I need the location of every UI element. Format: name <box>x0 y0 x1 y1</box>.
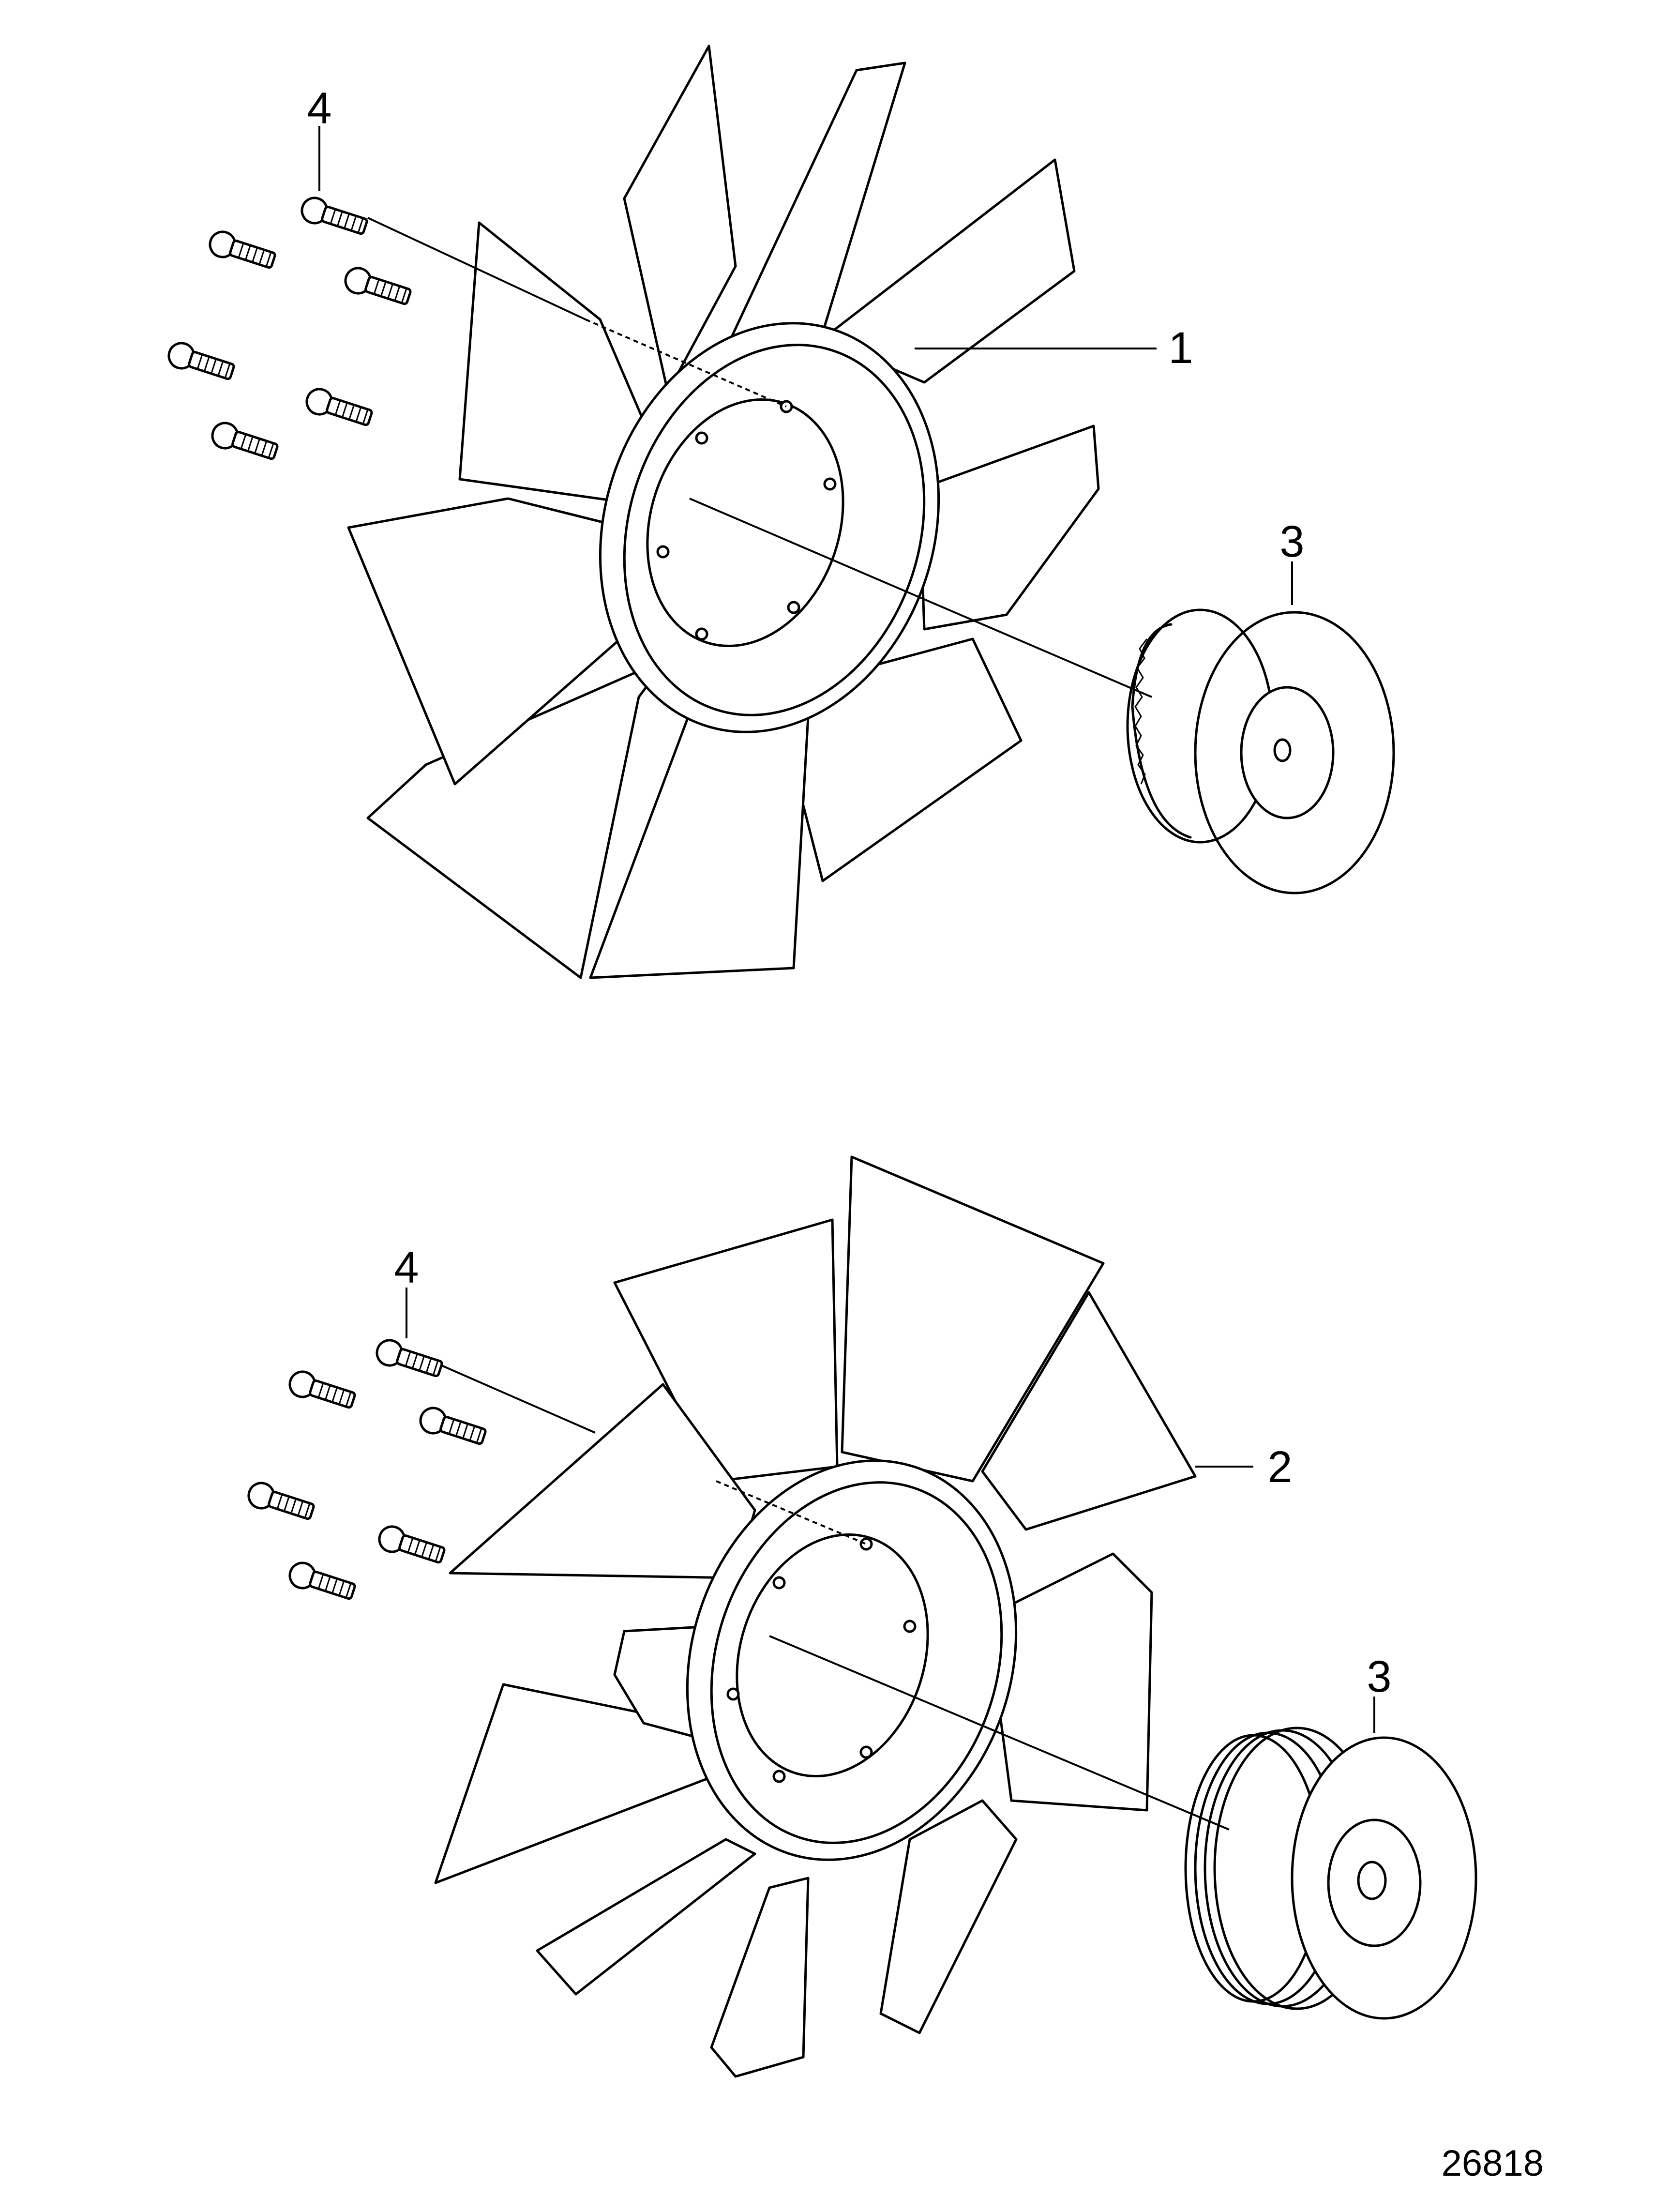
bolt-hole <box>787 601 800 614</box>
callout-hub: 3 <box>1367 1652 1391 1701</box>
blade <box>623 45 737 394</box>
callout-bolts: 4 <box>394 1243 419 1292</box>
leader-line <box>689 498 1152 698</box>
lower-fan-blades <box>434 1155 1197 2078</box>
bolt-hole <box>656 545 670 559</box>
blade <box>986 1552 1153 1812</box>
bolt-hole <box>859 1537 873 1551</box>
blade <box>613 1218 839 1483</box>
upper-bolts <box>167 197 412 460</box>
leader-line <box>440 1364 596 1434</box>
bolt <box>419 1407 487 1445</box>
callout-fan: 2 <box>1267 1442 1292 1492</box>
leader-line <box>769 1635 1230 1831</box>
lower-bolts <box>247 1339 487 1600</box>
leader-line <box>367 217 586 320</box>
blade <box>981 1291 1197 1531</box>
leader-line <box>585 318 787 408</box>
bolt <box>167 342 235 380</box>
bolt <box>211 422 279 460</box>
bolt <box>344 267 412 305</box>
blade <box>879 1799 1018 2034</box>
bolt-hole <box>823 477 837 491</box>
bolt-hole <box>726 1687 740 1701</box>
lower-fan-hub-flange <box>686 1459 1018 1861</box>
bolt-hole <box>695 627 708 641</box>
callout-hub: 3 <box>1279 517 1304 566</box>
bolt <box>376 1339 443 1378</box>
bolt <box>305 388 373 426</box>
bolt-hole <box>772 1576 786 1590</box>
upper-fan-assembly: 4 1 3 <box>167 45 1395 979</box>
bolt <box>301 197 368 235</box>
bolt-hole <box>903 1620 917 1633</box>
blade <box>536 1838 756 1996</box>
bolt <box>209 230 276 269</box>
lower-fan-assembly: 4 2 3 <box>247 1155 1477 2078</box>
bolt <box>288 1561 356 1600</box>
leader-line <box>716 1480 867 1545</box>
bolt-hole <box>859 1745 873 1759</box>
blade <box>710 1877 810 2078</box>
bolt-hole <box>772 1770 786 1783</box>
figure-number: 26818 <box>1442 2143 1544 2184</box>
bolt-hole <box>695 431 708 445</box>
lower-fan-pulley <box>1184 1727 1477 2020</box>
upper-fan-clutch <box>1126 608 1395 894</box>
bolt <box>247 1482 315 1520</box>
bolt <box>378 1525 446 1564</box>
bolt <box>288 1370 356 1409</box>
callout-bolts: 4 <box>307 84 331 133</box>
blade <box>918 424 1100 631</box>
callout-fan: 1 <box>1168 323 1193 373</box>
